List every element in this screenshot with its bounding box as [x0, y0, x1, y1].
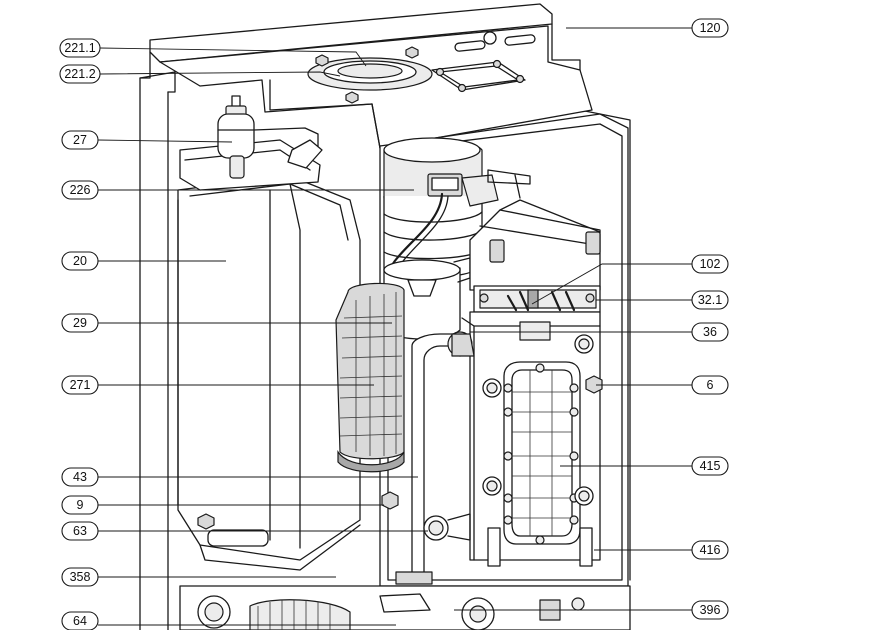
callout-27: 27 — [61, 130, 99, 150]
callout-label: 226 — [70, 183, 91, 197]
callout-label: 9 — [77, 498, 84, 512]
callout-226: 226 — [61, 180, 99, 200]
lower-fittings — [381, 491, 471, 541]
callout-221-2: 221.2 — [59, 64, 101, 84]
callout-416: 416 — [691, 540, 729, 560]
leader-lines — [97, 27, 692, 626]
fan-assembly — [383, 137, 499, 286]
callout-29: 29 — [61, 313, 99, 333]
callout-label: 221.1 — [64, 41, 95, 55]
bottom-assembly — [179, 585, 631, 630]
callout-label: 416 — [700, 543, 721, 557]
callout-label: 120 — [700, 21, 721, 35]
callout-label: 221.2 — [64, 67, 95, 81]
callout-64: 64 — [61, 611, 99, 630]
heat-exchanger-top — [469, 169, 601, 313]
callout-label: 271 — [70, 378, 91, 392]
callout-36: 36 — [691, 322, 729, 342]
flow-pipe — [395, 331, 475, 585]
callout-label: 27 — [73, 133, 87, 147]
boiler-casing — [139, 3, 631, 630]
auto-air-vent — [217, 95, 323, 179]
callout-label: 32.1 — [698, 293, 722, 307]
callout-label: 36 — [703, 325, 717, 339]
callout-221-1: 221.1 — [59, 38, 101, 58]
callouts-right: 120 102 32.1 36 6 415 416 396 — [691, 18, 729, 620]
callout-271: 271 — [61, 375, 99, 395]
callout-label: 43 — [73, 470, 87, 484]
callout-43: 43 — [61, 467, 99, 487]
callout-label: 396 — [700, 603, 721, 617]
callouts-left: 221.1 221.2 27 226 20 29 271 43 — [59, 38, 101, 630]
callout-396: 396 — [691, 600, 729, 620]
callout-label: 29 — [73, 316, 87, 330]
callout-label: 63 — [73, 524, 87, 538]
callout-20: 20 — [61, 251, 99, 271]
callout-label: 20 — [73, 254, 87, 268]
callout-358: 358 — [61, 567, 99, 587]
callout-label: 64 — [73, 614, 87, 628]
callout-120: 120 — [691, 18, 729, 38]
callout-label: 6 — [707, 378, 714, 392]
heat-exchanger-body — [461, 311, 603, 567]
callout-63: 63 — [61, 521, 99, 541]
callout-label: 358 — [70, 570, 91, 584]
callout-label: 415 — [700, 459, 721, 473]
callout-9: 9 — [61, 495, 99, 515]
expansion-vessel — [177, 139, 361, 571]
callout-label: 102 — [700, 257, 721, 271]
callout-6: 6 — [691, 375, 729, 395]
callout-32-1: 32.1 — [691, 290, 729, 310]
air-intake-filter — [335, 282, 405, 473]
callout-415: 415 — [691, 456, 729, 476]
callout-102: 102 — [691, 254, 729, 274]
